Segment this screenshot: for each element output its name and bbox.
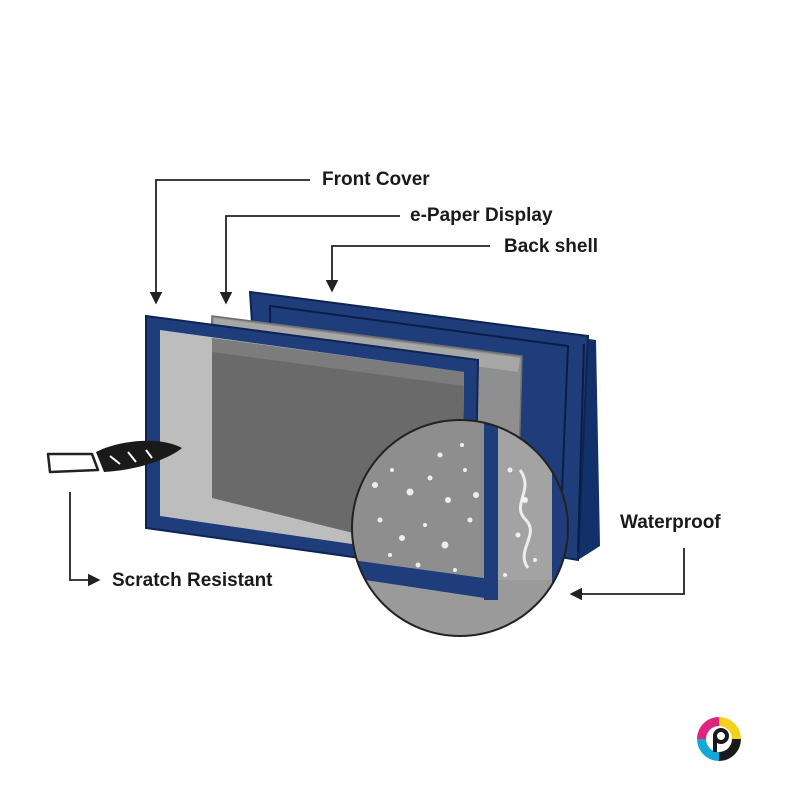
scratch-leader [69, 492, 101, 587]
waterproof-zoom-detail [351, 419, 569, 637]
brand-logo-icon [697, 717, 741, 761]
waterproof-label: Waterproof [620, 512, 721, 533]
front-cover-label: Front Cover [322, 169, 430, 190]
knife-icon [46, 440, 182, 474]
epaper-leader [219, 215, 400, 305]
callout-lines [69, 179, 685, 601]
waterproof-leader [569, 548, 685, 601]
back-shell-label: Back shell [504, 236, 598, 257]
front-cover-leader [149, 179, 310, 305]
epaper-display-label: e-Paper Display [410, 205, 553, 226]
scratch-resistant-label: Scratch Resistant [112, 570, 273, 591]
back-shell-leader [325, 245, 490, 293]
